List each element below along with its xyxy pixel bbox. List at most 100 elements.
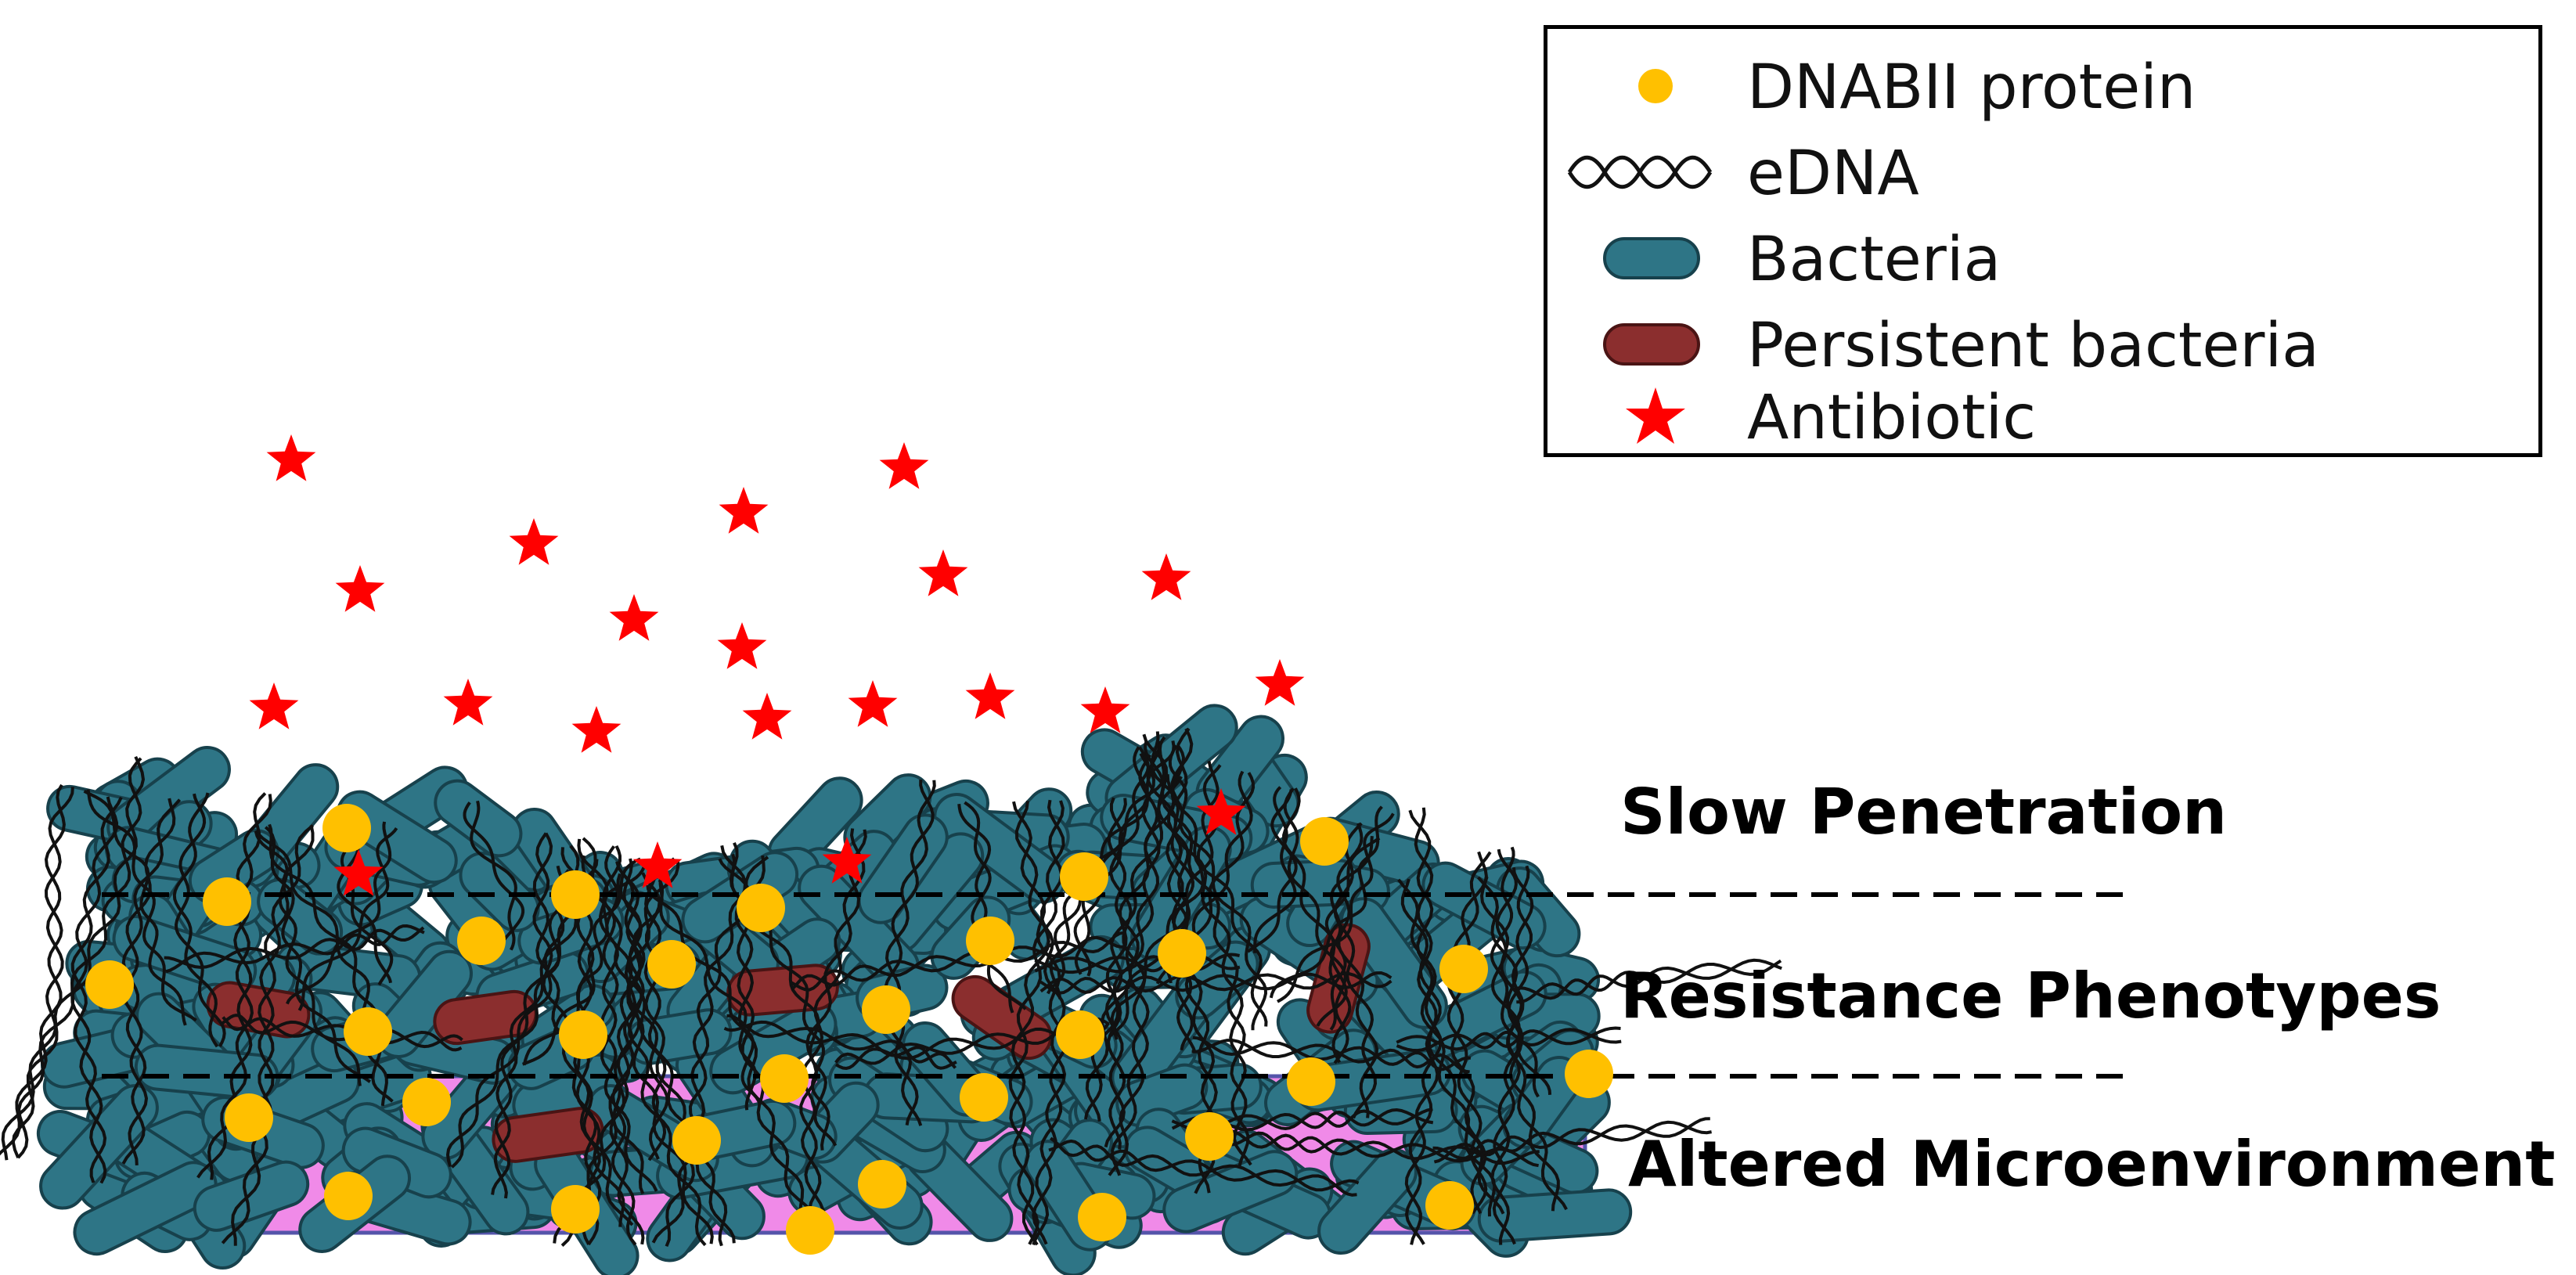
dnabii-protein [966, 917, 1014, 965]
edna-strand-pair [560, 857, 676, 1247]
edna-strand-pair [1253, 786, 1297, 953]
antibiotic-star [571, 706, 621, 753]
edna-strand [1192, 1035, 1471, 1072]
antibiotic-star [1255, 659, 1305, 706]
edna-strand-pair [1, 783, 66, 1161]
edna-strand-pair [254, 829, 394, 1103]
edna-strand-pair [643, 870, 728, 1247]
dnabii-protein [402, 1078, 451, 1126]
dnabii-protein [786, 1206, 834, 1255]
edna-strand [1034, 953, 1240, 974]
bacterium-body [336, 790, 458, 884]
edna-strand [164, 926, 425, 969]
edna-strand [0, 787, 74, 1156]
edna-strand-pair [165, 924, 425, 974]
edna-strand-pair [463, 801, 525, 953]
edna-strand [1247, 789, 1298, 953]
persistent-bacterium [492, 1107, 604, 1163]
dnabii-protein [1565, 1050, 1613, 1098]
legend-label-bacteria: Bacteria [1747, 225, 2001, 295]
edna-strand [521, 861, 647, 1066]
dnabii-protein [1425, 1181, 1474, 1230]
dnabii-protein [960, 1073, 1008, 1122]
legend-item-bacteria: Bacteria [1547, 215, 2538, 301]
edna-strand-pair [665, 855, 769, 1248]
dnabii-protein [457, 917, 506, 965]
edna-strand-pair [1050, 1136, 1357, 1197]
dnabii-protein [1158, 929, 1206, 978]
dnabii-protein [1439, 945, 1488, 993]
edna-strand-pair [800, 829, 867, 1246]
bacterium [39, 1084, 159, 1210]
bacterium-body [1317, 1148, 1418, 1255]
antibiotic-star [335, 565, 385, 612]
divider-layer [102, 892, 2129, 1079]
legend-label-edna: eDNA [1747, 139, 1919, 209]
edna-strand-pair [1230, 1129, 1539, 1168]
edna-strand-pair [1039, 971, 1392, 995]
dnabii-protein [85, 960, 134, 1009]
antibiotic-star-icon [1626, 387, 1685, 444]
edna-strand-pair [172, 792, 219, 1048]
dnabii-protein [344, 1007, 392, 1056]
antibiotic-layer [249, 434, 1305, 896]
bacteria-rod-icon [1603, 237, 1700, 279]
antibiotic-star [965, 672, 1015, 719]
edna-strand-pair [609, 872, 646, 1245]
edna-strand-pair [70, 796, 123, 1183]
edna-strand [799, 828, 866, 1244]
edna-strand-pair [1012, 801, 1068, 1245]
legend-item-protein: DNABII protein [1547, 43, 2538, 129]
dnabii-protein [1287, 1057, 1335, 1106]
dnabii-protein [203, 877, 251, 926]
label-slow-penetration: Slow Penetration [1620, 776, 2228, 848]
edna-strand-pair [1191, 1039, 1470, 1074]
edna-strand-pair [1269, 805, 1383, 999]
edna-helix-icon [1567, 155, 1713, 189]
edna-strand-pair [791, 931, 1125, 992]
antibiotic-star [742, 693, 792, 740]
antibiotic-star [719, 487, 769, 534]
legend-item-antibiotic: Antibiotic [1547, 373, 2538, 459]
edna-strand-pair [1477, 876, 1524, 1245]
edna-strand [268, 823, 388, 1107]
dnabii-protein [858, 1160, 906, 1208]
antibiotic-star [266, 434, 316, 481]
edna-strand-pair [884, 780, 936, 1126]
edna-strand [1336, 823, 1379, 1118]
antibiotic-star [333, 849, 384, 896]
antibiotic-star [879, 442, 929, 489]
protein-layer [85, 804, 1613, 1255]
edna-strand [1171, 1107, 1433, 1133]
edna-strand-pair [1490, 846, 1540, 1098]
edna-strand [641, 872, 736, 1244]
antibiotic-star [717, 622, 767, 669]
antibiotic-star [632, 841, 683, 888]
edna-strand-pair [1515, 959, 1782, 1000]
dnabii-protein [225, 1093, 273, 1142]
edna-strand-pair [450, 865, 568, 1169]
bacterium-body [459, 852, 540, 932]
dnabii-protein [551, 1185, 600, 1234]
edna-strand-pair [340, 828, 394, 986]
antibiotic-star [848, 680, 898, 727]
dnabii-protein [324, 1172, 373, 1220]
edna-strand-pair [1432, 1117, 1710, 1161]
edna-strand [1277, 812, 1395, 1003]
edna-strand [658, 879, 758, 1111]
edna-strand-pair [1142, 733, 1252, 1166]
edna-strand [1150, 731, 1250, 1168]
antibiotic-star [249, 683, 299, 729]
edna-strand [1175, 770, 1253, 1051]
edna-strand [1396, 1028, 1622, 1053]
dnabii-protein [737, 884, 785, 932]
edna-strand [470, 800, 517, 951]
dnabii-protein [672, 1116, 721, 1165]
persistent-bacterium-body [492, 1107, 604, 1163]
edna-strand-pair [646, 884, 762, 1105]
antibiotic-star [1196, 788, 1246, 835]
legend-label-protein: DNABII protein [1747, 52, 2196, 123]
label-resistance-phenotypes: Resistance Phenotypes [1620, 960, 2441, 1032]
bacterium-body [39, 1084, 159, 1210]
